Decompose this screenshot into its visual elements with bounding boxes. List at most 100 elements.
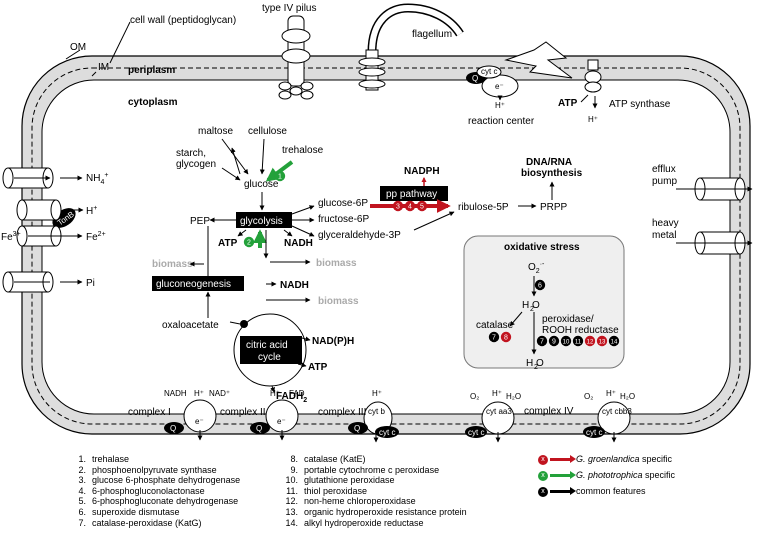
svg-text:12: 12 — [587, 340, 594, 346]
atp-synthase: ATP H⁺ ATP synthase — [558, 59, 671, 124]
label-im: IM — [98, 62, 109, 73]
svg-text:peroxidase/: peroxidase/ — [542, 314, 594, 325]
svg-text:ROOH reductase: ROOH reductase — [542, 325, 619, 336]
list-item: 4.6-phosphogluconolactonase — [78, 485, 205, 496]
oxidative-stress-box — [463, 235, 625, 369]
transporter-nh4: NH4+ — [2, 167, 108, 189]
svg-text:9: 9 — [552, 339, 556, 346]
list-item: 7.catalase-peroxidase (KatG) — [78, 517, 202, 528]
svg-text:H⁺: H⁺ — [372, 389, 382, 398]
svg-text:Fe2+: Fe2+ — [86, 231, 106, 243]
svg-text:glucose-6P: glucose-6P — [318, 198, 368, 209]
svg-text:Q: Q — [354, 424, 360, 433]
svg-text:10: 10 — [563, 340, 570, 346]
svg-text:e⁻: e⁻ — [495, 82, 504, 91]
transporter-tonb: TonB H+ Fe3+ Fe2+ — [1, 199, 106, 247]
list-item: 5.6-phosphogluconate dehydrogenase — [78, 496, 239, 507]
list-item: 10.glutathione peroxidase — [285, 475, 395, 486]
svg-text:2: 2 — [534, 364, 538, 371]
svg-text:FADH2: FADH2 — [276, 391, 307, 404]
svg-text:oxidative stress: oxidative stress — [504, 242, 580, 253]
glycolysis-box — [236, 212, 292, 228]
svg-text:FAD: FAD — [289, 389, 305, 398]
svg-text:NADH: NADH — [280, 280, 309, 291]
cytoplasm-area — [41, 79, 731, 415]
svg-text:cyt c: cyt c — [481, 67, 497, 76]
badge-pp-4: 4 — [404, 200, 416, 212]
complex-iii: Q cyt c cyt b H⁺ complex III — [318, 389, 399, 443]
badge-peroxidase-13: 13 — [596, 335, 608, 347]
label-type-iv-pilus: type IV pilus — [262, 3, 316, 14]
label-reaction-center: reaction center — [468, 116, 535, 127]
svg-text:heavy: heavy — [652, 218, 679, 229]
svg-text:2: 2 — [247, 240, 251, 247]
svg-text:NH4+: NH4+ — [86, 172, 108, 186]
svg-text:catalase: catalase — [476, 320, 514, 331]
svg-text:3: 3 — [396, 204, 400, 211]
label-flagellum: flagellum — [412, 29, 452, 40]
svg-text:Q: Q — [256, 424, 262, 433]
flagellum-structure — [358, 3, 464, 91]
svg-text:H⁺: H⁺ — [606, 389, 616, 398]
badge-catalase-8: 8 — [500, 331, 512, 343]
svg-text:ATP: ATP — [308, 362, 328, 373]
badge-catalase-7: 7 — [488, 331, 500, 343]
heavy-metal-pump: heavy metal — [652, 218, 753, 255]
svg-text:2: 2 — [530, 306, 534, 313]
svg-text:glycogen: glycogen — [176, 159, 216, 170]
svg-text:H⁺: H⁺ — [588, 115, 598, 124]
svg-text:cycle: cycle — [258, 352, 281, 363]
svg-text:H₂O: H₂O — [506, 392, 521, 401]
badge-peroxidase-9: 9 — [548, 335, 560, 347]
svg-text:cyt c: cyt c — [468, 428, 484, 437]
svg-text:6: 6 — [538, 283, 542, 290]
svg-text:starch,: starch, — [176, 148, 206, 159]
svg-text:complex III: complex III — [318, 407, 366, 418]
svg-text:cellulose: cellulose — [248, 126, 287, 137]
svg-text:efflux: efflux — [652, 164, 676, 175]
svg-text:biomass: biomass — [316, 258, 357, 269]
badge-pp-5: 5 — [416, 200, 428, 212]
list-item: 6.superoxide dismutase — [78, 506, 180, 517]
svg-text:cyt b: cyt b — [368, 407, 385, 416]
badge-peroxidase-7: 7 — [536, 335, 548, 347]
svg-text:1: 1 — [278, 174, 282, 181]
svg-text:biosynthesis: biosynthesis — [521, 168, 583, 179]
svg-text:complex I: complex I — [128, 407, 171, 418]
svg-text:metal: metal — [652, 230, 676, 241]
efflux-pump: efflux pump — [652, 164, 753, 201]
svg-text:biomass: biomass — [152, 259, 193, 270]
badge-peroxidase-11: 11 — [572, 335, 584, 347]
list-item: 12.non-heme chloroperoxidase — [285, 496, 416, 507]
svg-text:cyt c: cyt c — [379, 428, 395, 437]
svg-text:oxaloacetate: oxaloacetate — [162, 320, 219, 331]
svg-text:NAD⁺: NAD⁺ — [209, 389, 230, 398]
svg-text:gluconeogenesis: gluconeogenesis — [156, 279, 231, 290]
svg-text:H O: H O — [526, 358, 544, 369]
svg-text:7: 7 — [540, 339, 544, 346]
svg-text:ATP: ATP — [558, 98, 578, 109]
svg-text:14: 14 — [611, 340, 618, 346]
svg-text:DNA/RNA: DNA/RNA — [526, 157, 572, 168]
svg-text:pump: pump — [652, 176, 677, 187]
svg-text:H⁺: H⁺ — [194, 389, 204, 398]
list-item: 8.catalase (KatE) — [290, 454, 366, 464]
svg-text:NAD(P)H: NAD(P)H — [312, 336, 354, 347]
svg-text:pp pathway: pp pathway — [386, 189, 437, 200]
svg-text:7: 7 — [492, 335, 496, 342]
svg-text:ribulose-5P: ribulose-5P — [458, 202, 509, 213]
complex-iv-aa3: cyt c cyt aa3 O₂ H⁺ H₂O — [465, 389, 521, 443]
label-cell-wall: cell wall (peptidoglycan) — [130, 15, 236, 26]
svg-text:H₂O: H₂O — [620, 392, 635, 401]
pp-pathway-box — [380, 186, 448, 201]
svg-text:PRPP: PRPP — [540, 202, 568, 213]
svg-text:NADPH: NADPH — [404, 166, 440, 177]
list-item: 3.glucose 6-phosphate dehydrogenase — [78, 475, 241, 486]
legend: 1.trehalase 2.phosphoenolpyruvate syntha… — [0, 450, 761, 557]
label-cytoplasm: cytoplasm — [128, 97, 178, 108]
svg-text:glycolysis: glycolysis — [240, 216, 283, 227]
